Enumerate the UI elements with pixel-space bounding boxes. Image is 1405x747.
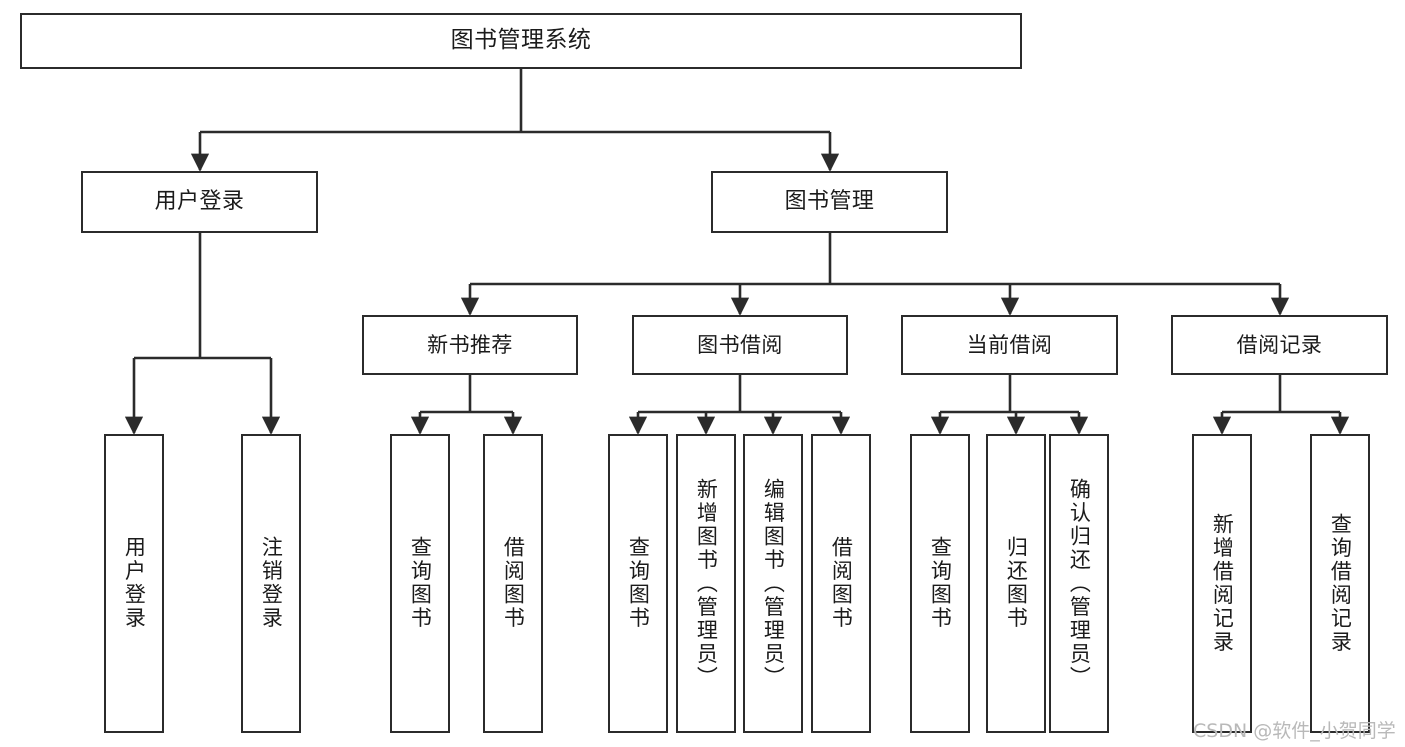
node-label: 借阅记录 (1236, 332, 1323, 357)
node-label: 查询图书 (928, 536, 953, 631)
root-node-root[interactable]: 图书管理系统 (20, 13, 1022, 69)
node-label: 用户登录 (122, 536, 147, 631)
leaf-node-leaf-confirm-return[interactable]: 确认归还（管理员） (1049, 434, 1109, 733)
node-label: 借阅图书 (829, 536, 854, 631)
node-label: 当前借阅 (966, 332, 1053, 357)
leaf-node-leaf-query-book-borrow[interactable]: 查询图书 (608, 434, 668, 733)
node-label: 注销登录 (259, 536, 284, 631)
node-label: 新书推荐 (427, 332, 513, 357)
node-label: 图书管理系统 (450, 27, 592, 54)
node-label: 查询借阅记录 (1328, 512, 1353, 655)
level3-node-new-book-recommend[interactable]: 新书推荐 (362, 315, 578, 375)
node-label: 编辑图书（管理员） (761, 477, 786, 690)
leaf-node-leaf-borrow-book[interactable]: 借阅图书 (811, 434, 871, 733)
leaf-node-leaf-query-record[interactable]: 查询借阅记录 (1310, 434, 1370, 733)
node-label: 归还图书 (1004, 536, 1029, 631)
level3-node-borrow-record[interactable]: 借阅记录 (1171, 315, 1388, 375)
leaf-node-leaf-edit-book[interactable]: 编辑图书（管理员） (743, 434, 803, 733)
leaf-node-leaf-return-book[interactable]: 归还图书 (986, 434, 1046, 733)
leaf-node-leaf-user-login[interactable]: 用户登录 (104, 434, 164, 733)
node-label: 新增借阅记录 (1210, 512, 1235, 655)
node-label: 用户登录 (154, 189, 245, 215)
leaf-node-leaf-borrow-book-rec[interactable]: 借阅图书 (483, 434, 543, 733)
node-label: 借阅图书 (501, 536, 526, 631)
leaf-node-leaf-query-book-current[interactable]: 查询图书 (910, 434, 970, 733)
node-label: 图书借阅 (697, 332, 783, 357)
node-label: 确认归还（管理员） (1067, 477, 1092, 690)
leaf-node-leaf-logout[interactable]: 注销登录 (241, 434, 301, 733)
node-label: 图书管理 (784, 189, 875, 215)
level2-node-book-manage[interactable]: 图书管理 (711, 171, 948, 233)
leaf-node-leaf-add-book[interactable]: 新增图书（管理员） (676, 434, 736, 733)
csdn-watermark: CSDN @软件_小贺同学 (1193, 720, 1396, 742)
node-label: 查询图书 (408, 536, 433, 631)
node-label: 查询图书 (626, 536, 651, 631)
level2-node-user-login[interactable]: 用户登录 (81, 171, 318, 233)
level3-node-book-borrow[interactable]: 图书借阅 (632, 315, 848, 375)
leaf-node-leaf-add-record[interactable]: 新增借阅记录 (1192, 434, 1252, 733)
level3-node-current-borrow[interactable]: 当前借阅 (901, 315, 1118, 375)
node-label: 新增图书（管理员） (694, 477, 719, 690)
leaf-node-leaf-query-book-rec[interactable]: 查询图书 (390, 434, 450, 733)
